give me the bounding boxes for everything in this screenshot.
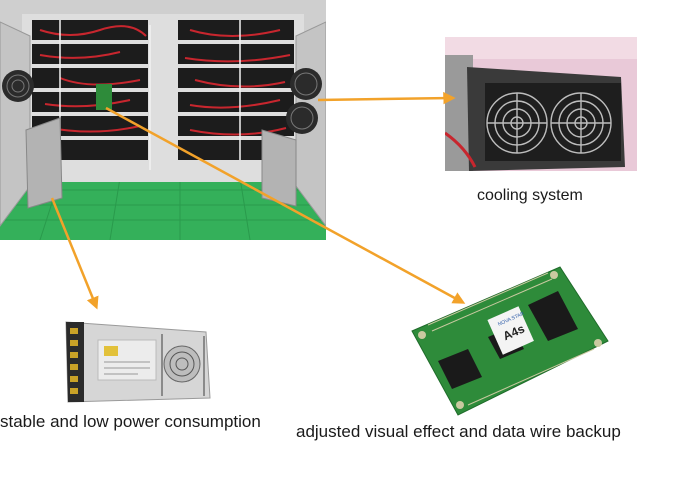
power-supply-photo [58,318,218,404]
cabinet-photo [0,0,326,240]
receiving-card-photo: NOVA STAR A4s [408,265,610,417]
caption-cooling-system: cooling system [477,187,583,204]
arrow-to-cooling [317,91,456,105]
cooling-fans-photo [445,37,637,171]
caption-receiving-card: adjusted visual effect and data wire bac… [296,422,621,441]
caption-power-supply: stable and low power consumption [0,412,261,431]
